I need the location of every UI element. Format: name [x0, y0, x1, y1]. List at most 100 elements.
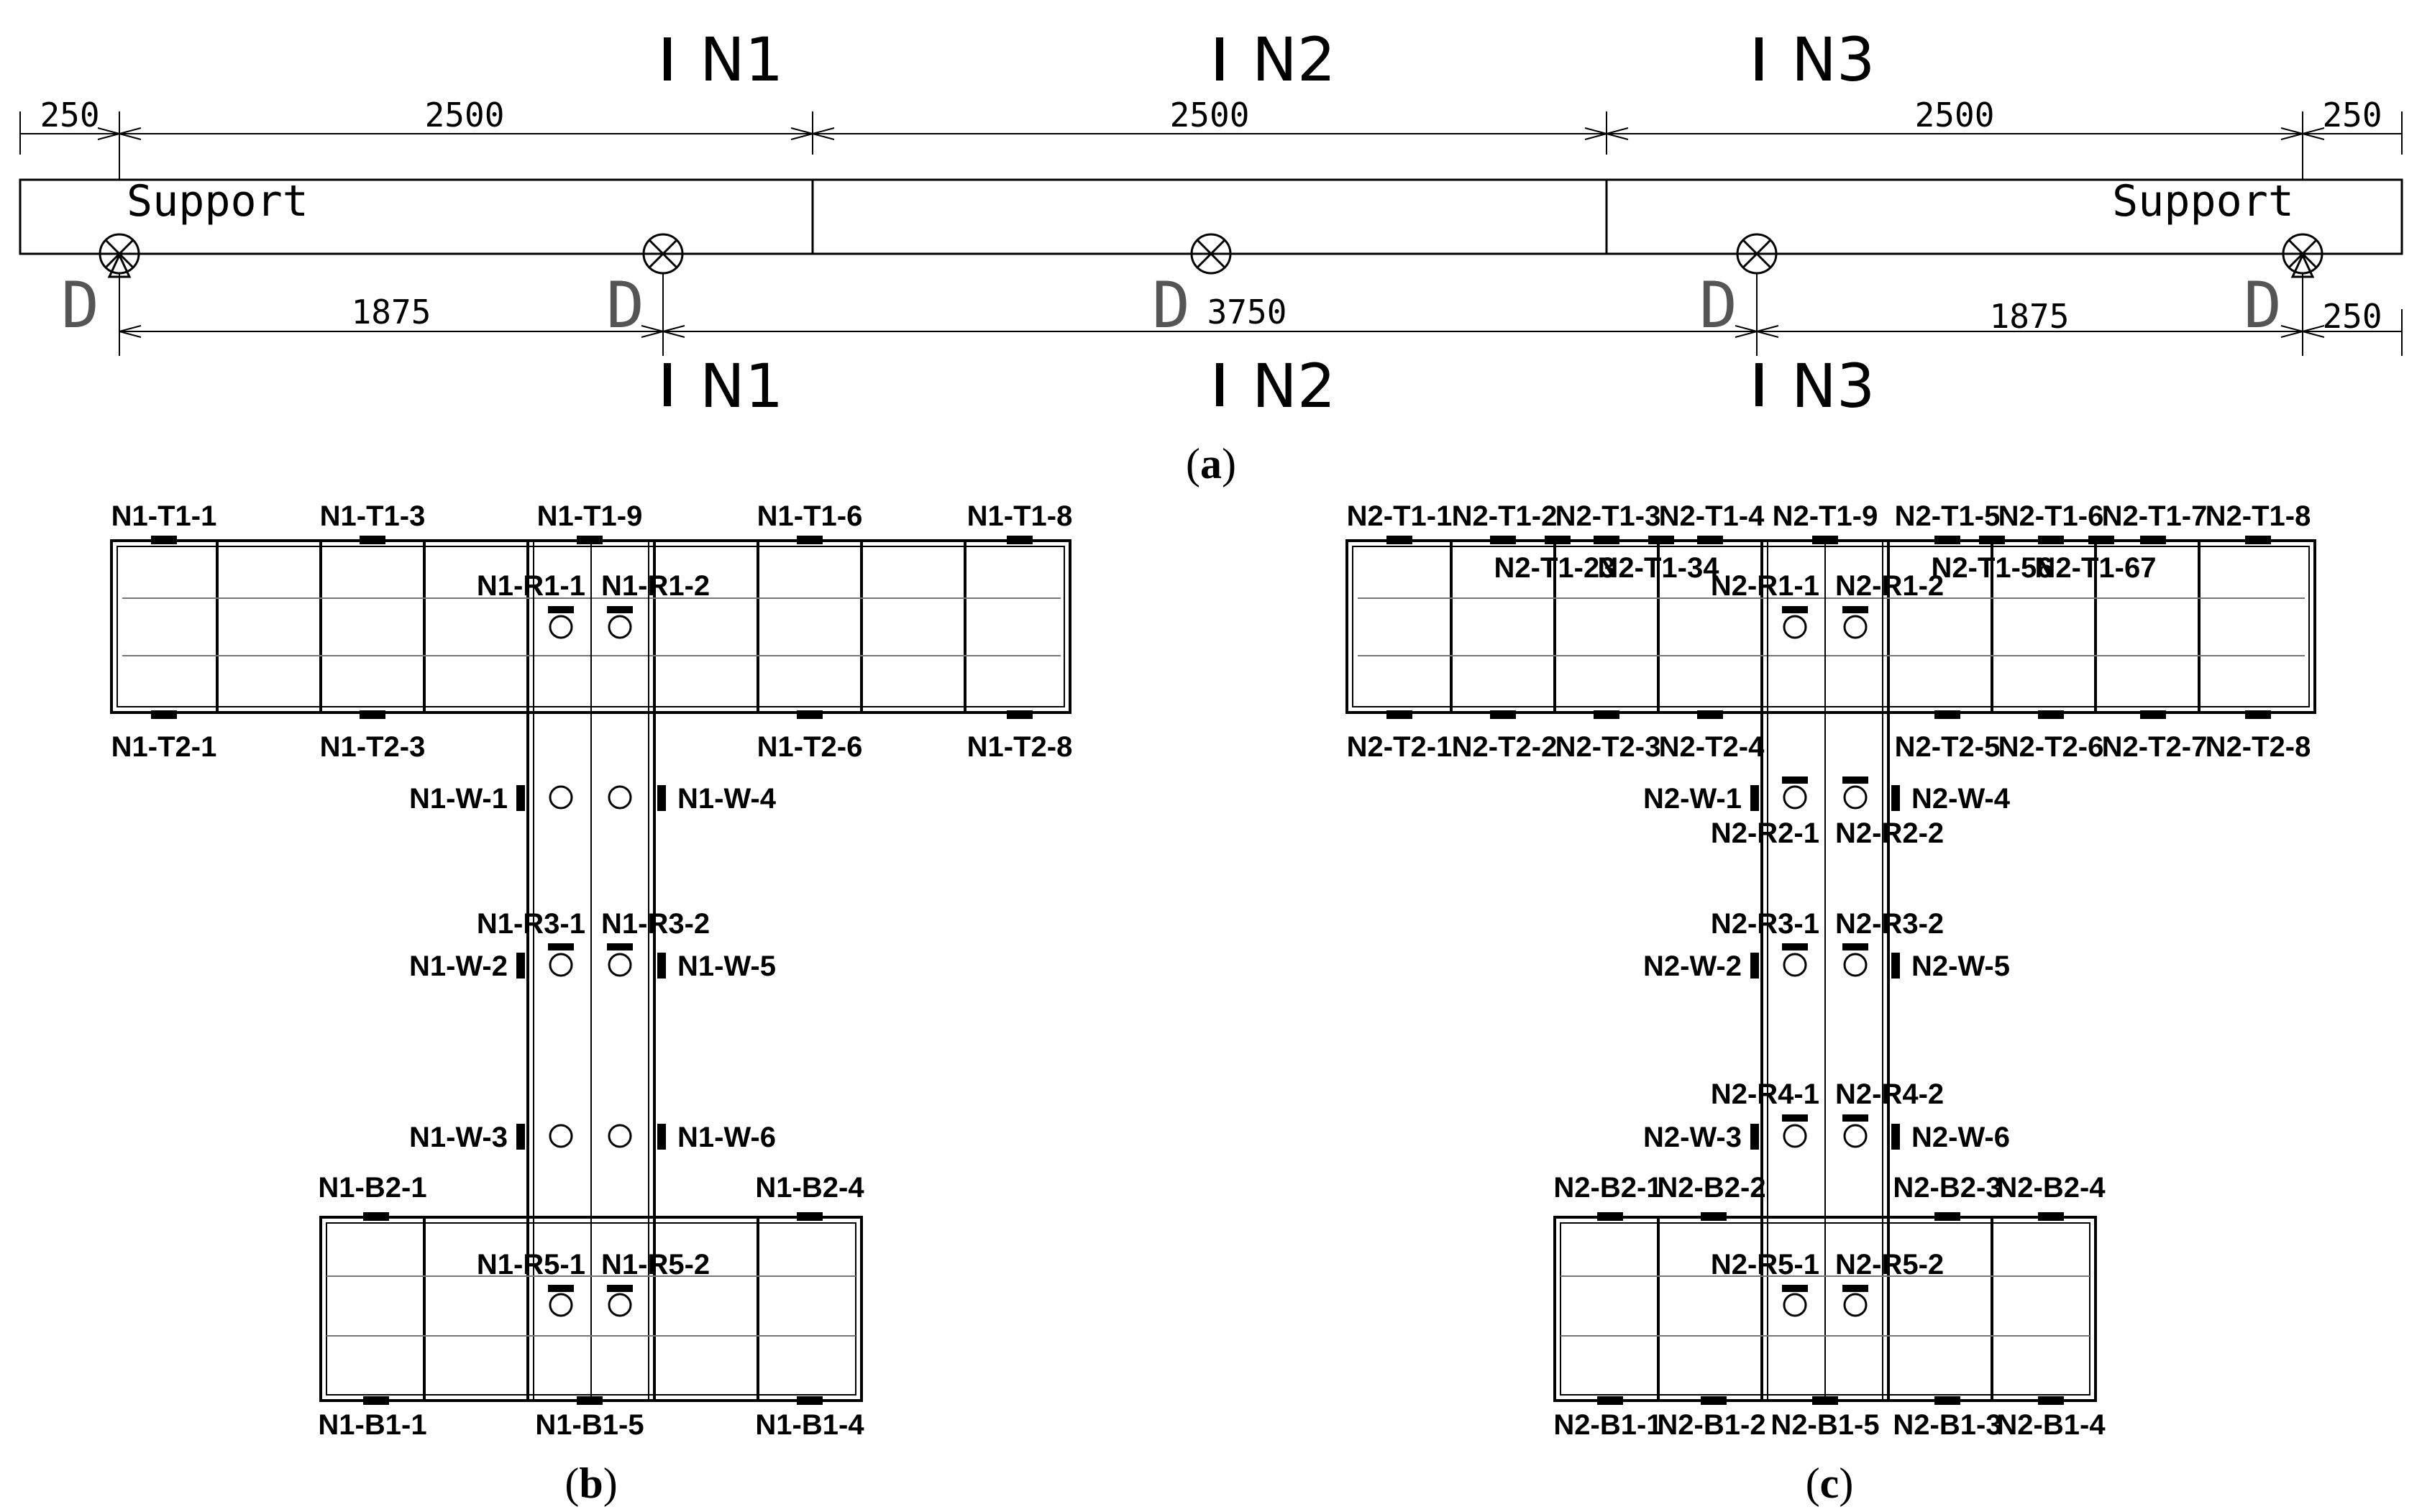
- label-n2-r2-2: N2-R2-2: [1835, 817, 1944, 849]
- label-n2-t2-5: N2-T2-5: [1895, 731, 2001, 763]
- section-label-bottom-n3: N3: [1791, 351, 1875, 421]
- support-label-left: Support: [127, 176, 309, 226]
- label-n2-w-6: N2-W-6: [1911, 1122, 2010, 1153]
- label-n1-b1-5: N1-B1-5: [535, 1409, 644, 1441]
- label-n2-r5-1: N2-R5-1: [1711, 1249, 1819, 1280]
- panel-b-labels: N1-T1-1 N1-T1-3 N1-T1-9 N1-T1-6 N1-T1-8 …: [111, 500, 1073, 1507]
- dim-bottom-1875-right: 1875: [1990, 297, 2070, 336]
- label-n2-t1-23: N2-T1-23: [1494, 552, 1616, 584]
- label-n1-t2-8: N1-T2-8: [967, 731, 1073, 763]
- label-n1-r5-2: N1-R5-2: [601, 1249, 710, 1280]
- label-n2-t1-3: N2-T1-3: [1555, 500, 1661, 532]
- section-label-bottom-n1: N1: [700, 351, 783, 421]
- label-n1-w-4: N1-W-4: [677, 783, 777, 815]
- label-n1-r3-2: N1-R3-2: [601, 908, 710, 940]
- dim-top-250-right: 250: [2322, 96, 2382, 134]
- load-point-3: [1736, 233, 1778, 275]
- label-n2-t1-1: N2-T1-1: [1347, 500, 1453, 532]
- label-n1-t1-3: N1-T1-3: [320, 500, 426, 532]
- panel-b-cross-section-n1: [110, 536, 1071, 1405]
- label-n1-r1-2: N1-R1-2: [601, 570, 710, 602]
- dim-bottom-1875-left: 1875: [352, 293, 431, 331]
- label-n1-t2-1: N1-T2-1: [111, 731, 217, 763]
- label-n2-t2-3: N2-T2-3: [1555, 731, 1661, 763]
- label-n2-b1-5: N2-B1-5: [1770, 1409, 1879, 1441]
- section-label-bottom-n2: N2: [1252, 351, 1335, 421]
- label-n2-r4-1: N2-R4-1: [1711, 1078, 1819, 1110]
- label-n2-t2-7: N2-T2-7: [2102, 731, 2208, 763]
- label-n1-r3-1: N1-R3-1: [477, 908, 585, 940]
- label-n1-r5-1: N1-R5-1: [477, 1249, 585, 1280]
- displacement-mark-1: D: [61, 268, 99, 342]
- caption-b: (b): [565, 1460, 617, 1507]
- label-n1-t2-3: N1-T2-3: [320, 731, 426, 763]
- label-n1-b1-1: N1-B1-1: [318, 1409, 426, 1441]
- label-n1-w-6: N1-W-6: [677, 1122, 776, 1153]
- section-label-top-n1: N1: [700, 24, 783, 95]
- label-n2-t1-56: N2-T1-56: [1932, 552, 2053, 584]
- dim-bottom-250: 250: [2322, 297, 2382, 336]
- label-n1-t1-6: N1-T1-6: [757, 500, 863, 532]
- label-n2-b2-2: N2-B2-2: [1657, 1172, 1765, 1204]
- support-label-right: Support: [2112, 176, 2294, 226]
- dim-top-2500-3: 2500: [1915, 96, 1995, 134]
- label-n2-b2-3: N2-B2-3: [1893, 1172, 2001, 1204]
- dim-bottom-3750: 3750: [1207, 293, 1287, 331]
- label-n1-b2-4: N1-B2-4: [755, 1172, 864, 1204]
- section-cut-marks: [664, 37, 1763, 406]
- strain-gauges-c: [1386, 536, 2271, 1405]
- caption-a: (a): [1186, 440, 1236, 487]
- label-n2-t1-5: N2-T1-5: [1895, 500, 2001, 532]
- label-n1-w-3: N1-W-3: [409, 1122, 508, 1153]
- label-n1-b1-4: N1-B1-4: [755, 1409, 864, 1441]
- label-n2-t2-8: N2-T2-8: [2206, 731, 2311, 763]
- label-n1-w-1: N1-W-1: [409, 783, 508, 815]
- caption-c: (c): [1806, 1460, 1854, 1507]
- panel-c-cross-section-n2: [1345, 536, 2316, 1405]
- support-point-left: [99, 233, 140, 278]
- support-point-right: [2282, 233, 2323, 278]
- label-n2-w-5: N2-W-5: [1911, 950, 2010, 982]
- label-n2-r2-1: N2-R2-1: [1711, 817, 1819, 849]
- label-n2-t1-4: N2-T1-4: [1659, 500, 1765, 532]
- label-n2-t2-2: N2-T2-2: [1452, 731, 1558, 763]
- displacement-mark-4: D: [1699, 268, 1737, 342]
- label-n2-r3-1: N2-R3-1: [1711, 908, 1819, 940]
- strain-gauges-b: [151, 536, 1033, 1405]
- beam-outline: [19, 178, 2403, 255]
- dim-top-2500-1: 2500: [425, 96, 505, 134]
- displacement-mark-5: D: [2244, 268, 2282, 342]
- label-n2-w-4: N2-W-4: [1911, 783, 2011, 815]
- label-n2-t1-9: N2-T1-9: [1773, 500, 1878, 532]
- label-n2-w-2: N2-W-2: [1643, 950, 1742, 982]
- dim-top-2500-2: 2500: [1170, 96, 1250, 134]
- rebar-points-b: [549, 615, 632, 1317]
- label-n1-w-2: N1-W-2: [409, 950, 508, 982]
- label-n1-t1-8: N1-T1-8: [967, 500, 1073, 532]
- label-n2-t1-6: N2-T1-6: [1998, 500, 2104, 532]
- label-n1-r1-1: N1-R1-1: [477, 570, 585, 602]
- section-label-top-n3: N3: [1791, 24, 1875, 95]
- label-n2-t2-4: N2-T2-4: [1659, 731, 1765, 763]
- label-n2-t2-6: N2-T2-6: [1998, 731, 2104, 763]
- section-label-top-n2: N2: [1252, 24, 1335, 95]
- top-flange-c: [1345, 539, 2316, 714]
- label-n2-b1-4: N2-B1-4: [1996, 1409, 2106, 1441]
- panel-a-beam-elevation: [19, 37, 2403, 406]
- label-n2-t2-1: N2-T2-1: [1347, 731, 1453, 763]
- label-n2-b1-2: N2-B1-2: [1657, 1409, 1765, 1441]
- displacement-mark-3: D: [1152, 268, 1190, 342]
- label-n2-r5-2: N2-R5-2: [1835, 1249, 1944, 1280]
- label-n2-b2-1: N2-B2-1: [1553, 1172, 1662, 1204]
- label-n2-r1-1: N2-R1-1: [1711, 570, 1819, 602]
- label-n2-t1-67: N2-T1-67: [2035, 552, 2157, 584]
- label-n1-b2-1: N1-B2-1: [318, 1172, 426, 1204]
- rebar-points-c: [1783, 615, 1868, 1317]
- panel-c-labels: N2-T1-1 N2-T1-2 N2-T1-3 N2-T1-4 N2-T1-9 …: [1347, 500, 2311, 1507]
- label-n2-r4-2: N2-R4-2: [1835, 1078, 1944, 1110]
- label-n2-w-3: N2-W-3: [1643, 1122, 1742, 1153]
- label-n2-t1-8: N2-T1-8: [2206, 500, 2311, 532]
- label-n2-b2-4: N2-B2-4: [1996, 1172, 2106, 1204]
